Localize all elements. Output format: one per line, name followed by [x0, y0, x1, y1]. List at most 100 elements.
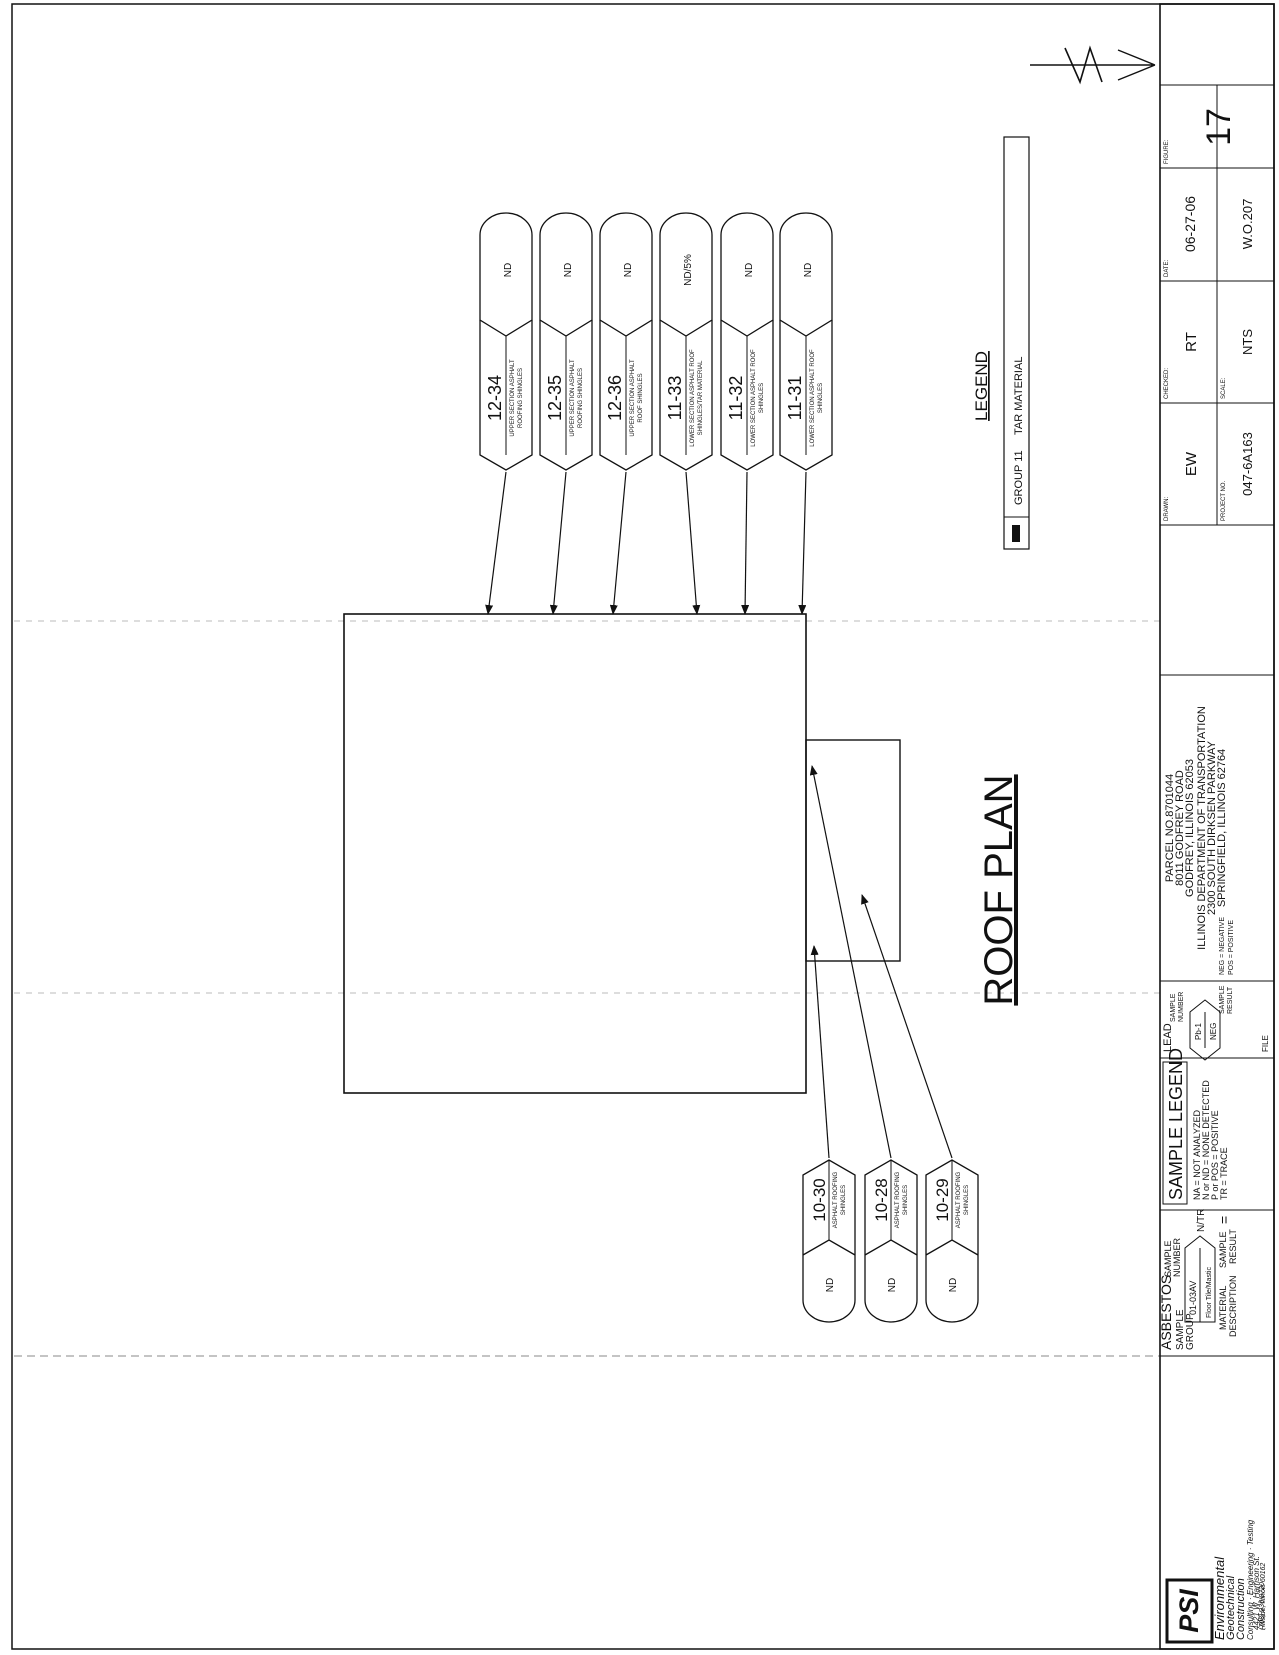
- sample-description: SHINGLES: [818, 383, 824, 413]
- sample-description: SHINGLES: [903, 1185, 909, 1215]
- callout-tag: [479, 212, 533, 337]
- lead-pos-def: POS = POSITIVE: [1228, 920, 1235, 975]
- sample-legend-title: SAMPLE LEGEND: [1166, 1048, 1186, 1200]
- callout-tag: [539, 320, 593, 471]
- checked-label: CHECKED:: [1164, 368, 1170, 399]
- sample-description: UPPER SECTION ASPHALT: [510, 359, 516, 437]
- asbestos-example-tag: [1184, 1235, 1216, 1323]
- lead-example-tag: [1189, 999, 1221, 1061]
- sheet-border: [11, 3, 1275, 1650]
- leader-arrow: [741, 471, 750, 615]
- leader-arrow: [861, 894, 953, 1159]
- main-roof-section: [343, 613, 807, 1094]
- leader-arrow: [485, 471, 507, 615]
- sample-result: ND: [887, 1278, 898, 1292]
- company-logo: PSI: [1165, 1578, 1214, 1644]
- sample-description: SHINGLES: [759, 383, 765, 413]
- sample-legend-line: P or POS = POSITIVE: [1210, 1110, 1220, 1200]
- leader-arrow: [798, 471, 807, 615]
- project-label: PROJECT NO.: [1221, 480, 1227, 521]
- legend: LEGEND GROUP 11 TAR MATERIAL: [972, 136, 1030, 550]
- sample-legend-line: N or ND = NONE DETECTED: [1201, 1080, 1211, 1200]
- scale-label: SCALE:: [1221, 377, 1227, 399]
- callout-tag: [479, 320, 533, 471]
- sample-number: 11-31: [785, 376, 805, 421]
- leader-arrow: [810, 945, 830, 1159]
- project-address-line: PARCEL NO.8701044: [1164, 774, 1176, 882]
- callout-tag: [599, 212, 653, 337]
- legend-box: [1003, 136, 1030, 550]
- asbestos-sample-group-1: SAMPLE: [1175, 1309, 1186, 1350]
- lead-sample-result-2: RESULT: [1227, 986, 1234, 1014]
- sample-number: 10-30: [810, 1178, 829, 1221]
- leader-arrow: [609, 471, 627, 615]
- callout-tag: [599, 320, 653, 471]
- lead-sample-result-1: SAMPLE: [1219, 985, 1226, 1014]
- project-address-line: GODFREY, ILLINOIS 62053: [1184, 759, 1196, 897]
- sample-description: SHINGLES: [841, 1185, 847, 1215]
- asbestos-sample-number-1: SAMPLE: [1163, 1240, 1173, 1277]
- file-label: FILE: [1261, 1035, 1270, 1052]
- sample-number: 12-34: [485, 375, 505, 421]
- leader-arrow: [685, 471, 701, 615]
- sample-result: ND: [744, 263, 755, 277]
- legend-group-material: TAR MATERIAL: [1013, 357, 1025, 435]
- asbestos-sample-result-1: SAMPLE: [1218, 1231, 1228, 1268]
- figure-label: FIGURE:: [1164, 139, 1170, 164]
- asbestos-example-number: 01-03AV: [1188, 1281, 1198, 1315]
- sample-result: ND: [803, 263, 814, 277]
- asbestos-sample-number-2: NUMBER: [1172, 1237, 1182, 1277]
- project-address-line: SPRINGFIELD, ILLINOIS 62764: [1216, 749, 1228, 907]
- figure-number: 17: [1200, 108, 1238, 146]
- project-address-line: ILLINOIS DEPARTMENT OF TRANSPORTATION: [1196, 706, 1208, 950]
- sample-result: ND: [623, 263, 634, 277]
- scale-value: NTS: [1240, 329, 1255, 355]
- sample-number: 10-29: [933, 1178, 952, 1221]
- leader-arrows: [485, 471, 953, 1159]
- sample-number: 12-36: [605, 375, 625, 421]
- sample-description: LOWER SECTION ASPHALT ROOF: [751, 349, 757, 447]
- asbestos-example-material: Floor Tile/Mastic: [1206, 1267, 1213, 1318]
- callout-tag: [720, 212, 774, 337]
- title-block: PSI EnvironmentalGeotechnicalConstructio…: [1158, 3, 1275, 1650]
- lead-sample-number-1: SAMPLE: [1170, 993, 1177, 1022]
- upper-sample-callouts: ND 12-34 UPPER SECTION ASPHALT ROOFING SHIN…: [479, 212, 833, 471]
- callout-tag: [659, 320, 713, 471]
- sample-description: SHINGLES/TAR MATERIAL: [698, 360, 704, 435]
- date-label: DATE:: [1164, 259, 1170, 277]
- sample-result: ND: [503, 263, 514, 277]
- asbestos-title: ASBESTOS: [1158, 1275, 1174, 1350]
- lead-sample-number-2: NUMBER: [1178, 992, 1185, 1022]
- work-order: W.O.207: [1240, 199, 1255, 250]
- asbestos-material-desc-2: DESCRIPTION: [1228, 1275, 1238, 1337]
- sample-number: 10-28: [872, 1178, 891, 1221]
- legend-swatch: [1012, 525, 1020, 542]
- leader-arrow: [549, 471, 567, 615]
- company-line: Hillside, Illinois 60162: [1260, 1563, 1267, 1630]
- sample-number: 12-35: [545, 375, 565, 421]
- drawing-title: ROOF PLAN: [977, 774, 1021, 1005]
- lead-example-number: Pb-1: [1194, 1023, 1203, 1040]
- callout-tag: [779, 320, 833, 471]
- lead-example-result: NEG: [1209, 1023, 1218, 1040]
- asbestos-material-desc-1: MATERIAL: [1218, 1286, 1228, 1330]
- drawn-value: EW: [1183, 451, 1200, 476]
- callout-tag: [720, 320, 774, 471]
- sample-description: SHINGLES: [964, 1185, 970, 1215]
- north-arrow-icon: [1030, 45, 1156, 85]
- sample-legend-line: NA = NOT ANALYZED: [1192, 1110, 1202, 1200]
- sample-description: ROOFING SHINGLES: [578, 368, 584, 428]
- sample-description: LOWER SECTION ASPHALT ROOF: [690, 349, 696, 447]
- sample-description: ASPHALT ROOFING: [895, 1171, 901, 1228]
